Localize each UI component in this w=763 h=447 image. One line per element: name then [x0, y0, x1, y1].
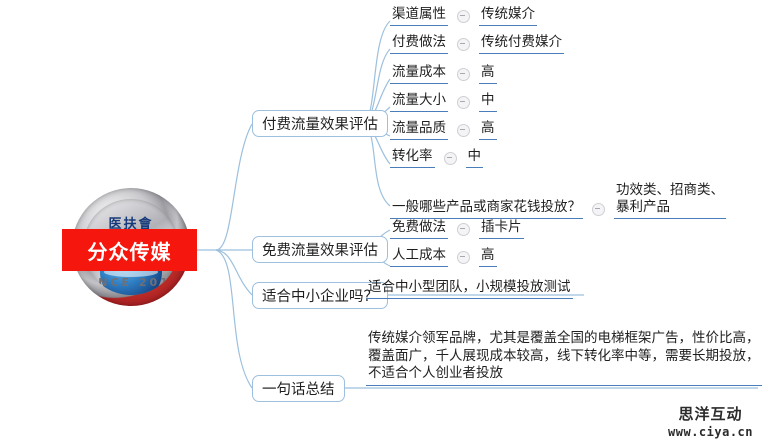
branch-label: 适合中小企业吗？: [262, 289, 378, 305]
collapse-icon[interactable]: [457, 68, 470, 81]
note-text: 适合中小型团队，小规模投放测试: [366, 279, 573, 299]
leaf-row-traffic-cost[interactable]: 流量成本 高: [390, 64, 497, 84]
leaf-value: 高: [479, 247, 497, 267]
root-node[interactable]: 分众传媒: [62, 229, 197, 271]
collapse-icon[interactable]: [457, 10, 470, 23]
branch-node-paid-traffic[interactable]: 付费流量效果评估: [252, 110, 388, 137]
note-sme-fit[interactable]: 适合中小型团队，小规模投放测试: [366, 276, 573, 299]
leaf-label: 人工成本: [390, 247, 448, 267]
leaf-label: 流量成本: [390, 64, 448, 84]
leaf-label: 渠道属性: [390, 6, 448, 26]
watermark-name: 思洋互动: [678, 405, 743, 423]
leaf-value: 功效类、招商类、 暴利产品: [614, 182, 726, 219]
leaf-row-traffic-volume[interactable]: 流量大小 中: [390, 92, 497, 112]
leaf-row-channel-attribute[interactable]: 渠道属性 传统媒介: [390, 6, 537, 26]
leaf-row-labor-cost[interactable]: 人工成本 高: [390, 247, 497, 267]
leaf-row-paid-method[interactable]: 付费做法 传统付费媒介: [390, 34, 564, 54]
leaf-label: 流量品质: [390, 120, 448, 140]
leaf-label: 流量大小: [390, 92, 448, 112]
watermark-url: www.ciya.cn: [668, 425, 753, 439]
collapse-icon[interactable]: [457, 96, 470, 109]
leaf-value: 中: [465, 148, 483, 168]
leaf-label: 免费做法: [390, 219, 448, 239]
leaf-value: 高: [479, 64, 497, 84]
leaf-label: 一般哪些产品或商家花钱投放？: [390, 199, 583, 219]
leaf-row-traffic-quality[interactable]: 流量品质 高: [390, 120, 497, 140]
collapse-icon[interactable]: [457, 124, 470, 137]
collapse-icon[interactable]: [457, 223, 470, 236]
leaf-value: 传统付费媒介: [479, 34, 564, 54]
branch-node-free-traffic[interactable]: 免费流量效果评估: [252, 236, 388, 263]
watermark: 思洋互动 www.ciya.cn: [668, 403, 753, 439]
collapse-icon[interactable]: [457, 38, 470, 51]
branch-label: 免费流量效果评估: [262, 243, 378, 259]
logo-arc-text: INCE 201: [91, 276, 171, 289]
collapse-icon[interactable]: [457, 251, 470, 264]
leaf-label: 付费做法: [390, 34, 448, 54]
branch-label: 一句话总结: [262, 382, 335, 398]
leaf-row-free-method[interactable]: 免费做法 插卡片: [390, 219, 524, 239]
logo-top-text: 医扶會: [108, 217, 154, 232]
leaf-row-conversion-rate[interactable]: 转化率 中: [390, 148, 483, 168]
branch-node-sme-fit[interactable]: 适合中小企业吗？: [252, 282, 388, 309]
leaf-row-who-invests[interactable]: 一般哪些产品或商家花钱投放？ 功效类、招商类、 暴利产品: [390, 182, 726, 219]
branch-label: 付费流量效果评估: [262, 117, 378, 133]
leaf-value: 高: [479, 120, 497, 140]
note-summary[interactable]: 传统媒介领军品牌，尤其是覆盖全国的电梯框架广告，性价比高， 覆盖面广，千人展现成…: [366, 330, 762, 386]
collapse-icon[interactable]: [592, 203, 605, 216]
collapse-icon[interactable]: [443, 152, 457, 165]
root-node-label: 分众传媒: [87, 239, 172, 264]
leaf-value: 传统媒介: [479, 6, 537, 26]
branch-node-summary[interactable]: 一句话总结: [252, 375, 345, 402]
leaf-value: 中: [479, 92, 497, 112]
leaf-value: 插卡片: [479, 219, 524, 239]
leaf-label: 转化率: [390, 148, 435, 168]
note-text: 传统媒介领军品牌，尤其是覆盖全国的电梯框架广告，性价比高， 覆盖面广，千人展现成…: [366, 330, 762, 386]
